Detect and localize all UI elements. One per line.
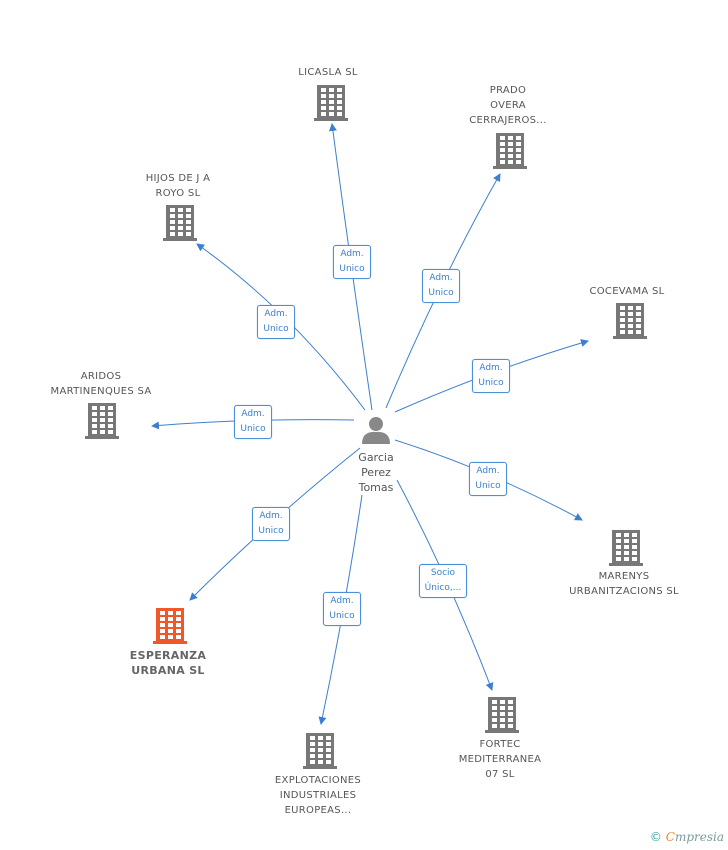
company-label-hijos[interactable]: HIJOS DE J A ROYO SL bbox=[145, 173, 211, 199]
company-label-aridos[interactable]: ARIDOS MARTINENQUES SA bbox=[50, 371, 152, 397]
company-label-fortec[interactable]: FORTEC MEDITERRANEA 07 SL bbox=[458, 739, 542, 780]
company-label-explotaciones[interactable]: EXPLOTACIONES INDUSTRIALES EUROPEAS... bbox=[274, 775, 362, 816]
building-icon-fortec[interactable] bbox=[485, 697, 519, 733]
edge-label-licasla[interactable]: Adm. Unico bbox=[333, 245, 371, 279]
building-icon-hijos[interactable] bbox=[163, 205, 197, 241]
building-icon-explotaciones[interactable] bbox=[303, 733, 337, 769]
copyright-symbol: © bbox=[649, 830, 662, 844]
brand-name: mpresia bbox=[674, 830, 724, 844]
building-icon-aridos[interactable] bbox=[85, 403, 119, 439]
edge-label-explotaciones[interactable]: Adm. Unico bbox=[323, 592, 361, 626]
edge-label-prado[interactable]: Adm. Unico bbox=[422, 269, 460, 303]
edge-label-cocevama[interactable]: Adm. Unico bbox=[472, 359, 510, 393]
edge-label-esperanza[interactable]: Adm. Unico bbox=[252, 507, 290, 541]
person-icon[interactable] bbox=[362, 417, 390, 444]
person-label[interactable]: Garcia Perez Tomas bbox=[358, 451, 394, 494]
company-label-licasla[interactable]: LICASLA SL bbox=[298, 67, 358, 78]
brand-initial: C bbox=[665, 830, 675, 844]
icons-layer bbox=[85, 85, 647, 769]
building-icon-licasla[interactable] bbox=[314, 85, 348, 121]
building-icon-prado[interactable] bbox=[493, 133, 527, 169]
edge-label-marenys[interactable]: Adm. Unico bbox=[469, 462, 507, 496]
building-icon-cocevama[interactable] bbox=[613, 303, 647, 339]
edge-label-hijos[interactable]: Adm. Unico bbox=[257, 305, 295, 339]
edge-label-aridos[interactable]: Adm. Unico bbox=[234, 405, 272, 439]
footer-brand: © Cmpresia bbox=[650, 830, 724, 844]
building-icon-marenys[interactable] bbox=[609, 530, 643, 566]
company-label-cocevama[interactable]: COCEVAMA SL bbox=[589, 286, 665, 297]
company-label-marenys[interactable]: MARENYS URBANITZACIONS SL bbox=[569, 571, 679, 597]
building-icon-esperanza[interactable] bbox=[153, 608, 187, 644]
edge-label-fortec[interactable]: Socio Único,... bbox=[418, 564, 468, 598]
company-label-prado[interactable]: PRADO OVERA CERRAJEROS... bbox=[469, 85, 547, 126]
company-label-esperanza[interactable]: ESPERANZA URBANA SL bbox=[129, 649, 207, 677]
